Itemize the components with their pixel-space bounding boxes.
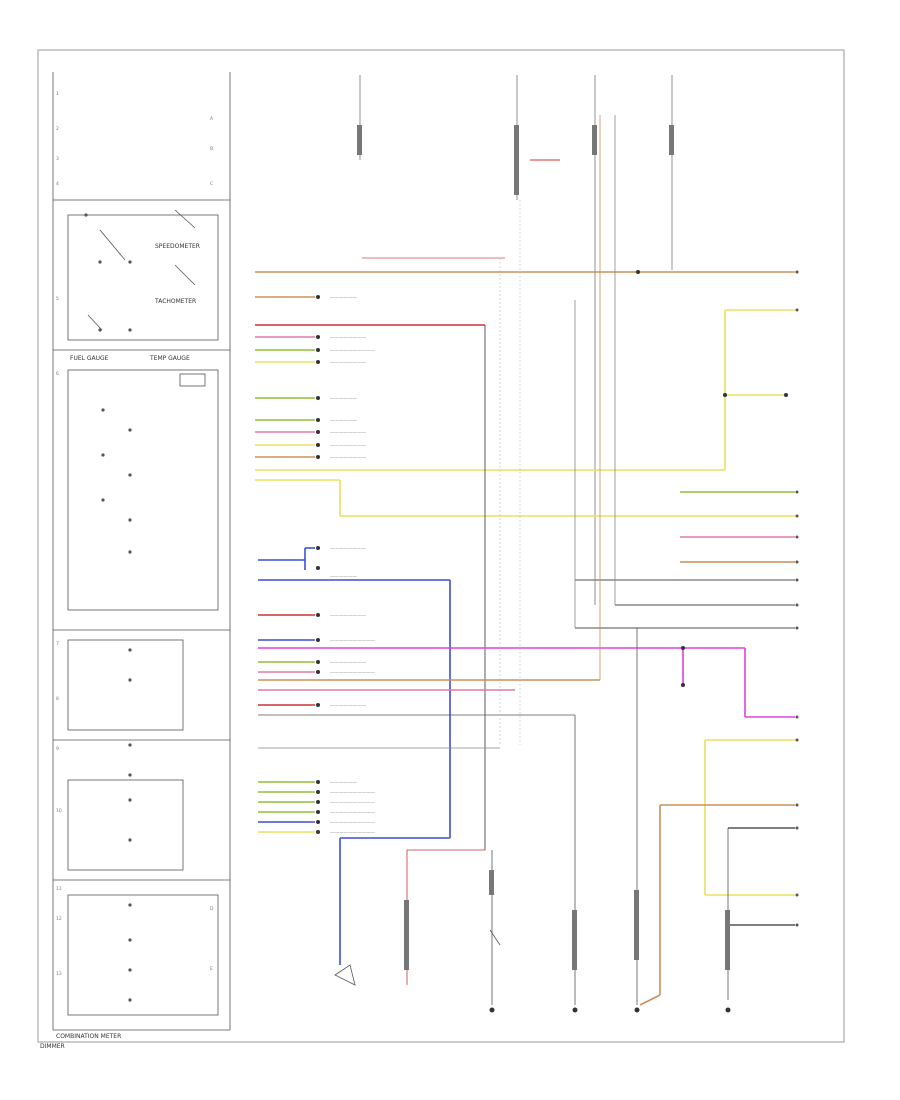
svg-text:——————: —————— [330, 781, 358, 786]
svg-text:8: 8 [56, 696, 59, 702]
tachometer-label: TACHOMETER [154, 298, 196, 305]
svg-text:5: 5 [56, 296, 59, 302]
lower-harness-dots [316, 546, 685, 834]
fuel-gauge-label: FUEL GAUGE [70, 355, 109, 362]
meter-dots [84, 213, 132, 1002]
svg-text:————————: ———————— [330, 547, 367, 552]
svg-text:————————: ———————— [330, 661, 367, 666]
temp-gauge-label: TEMP GAUGE [149, 355, 190, 362]
svg-text:C: C [210, 181, 213, 187]
svg-text:11: 11 [56, 886, 62, 892]
svg-text:——————————: —————————— [330, 639, 376, 644]
dimmer-label: DIMMER [40, 1043, 65, 1050]
right-connectors [575, 491, 795, 629]
svg-text:1: 1 [56, 91, 59, 97]
svg-text:10: 10 [56, 808, 62, 814]
svg-text:——————: —————— [330, 296, 358, 301]
svg-text:2: 2 [56, 126, 59, 132]
lower-harness [258, 115, 795, 1000]
bottom-connector-blocks [404, 870, 730, 970]
svg-text:——————: —————— [330, 575, 358, 580]
dashed-lines [499, 200, 521, 745]
speedometer-label: SPEEDOMETER [155, 243, 200, 250]
svg-text:——————————: —————————— [330, 801, 376, 806]
upper-harness-dots [316, 270, 788, 459]
svg-text:12: 12 [56, 916, 62, 922]
svg-text:————————: ———————— [330, 444, 367, 449]
svg-text:A: A [210, 116, 214, 122]
svg-text:——————————: —————————— [330, 671, 376, 676]
right-vertical-wires [574, 115, 616, 628]
svg-text:7: 7 [56, 641, 59, 647]
svg-text:B: B [210, 146, 213, 152]
svg-text:3: 3 [56, 156, 59, 162]
svg-text:——————————: —————————— [330, 811, 376, 816]
svg-text:——————————: —————————— [330, 831, 376, 836]
svg-text:——————: —————— [330, 397, 358, 402]
bottom-ground-symbols [489, 1007, 731, 1013]
diagram-frame [37, 49, 845, 1043]
svg-text:————————: ———————— [330, 614, 367, 619]
svg-text:9: 9 [56, 746, 59, 752]
combination-meter-title: COMBINATION METER [56, 1033, 121, 1040]
combination-meter-panel [52, 72, 231, 1031]
upper-harness-text: —————————————— —————————————————— ——————… [330, 296, 376, 461]
svg-text:——————: —————— [330, 419, 358, 424]
svg-text:————————: ———————— [330, 456, 367, 461]
top-connectors [357, 125, 674, 195]
svg-text:E: E [210, 966, 213, 972]
svg-text:D: D [210, 906, 214, 912]
svg-text:——————————: —————————— [330, 791, 376, 796]
svg-text:————————: ———————— [330, 431, 367, 436]
lower-harness-text: —————————————— —————————————————— ——————… [330, 547, 376, 836]
svg-text:6: 6 [56, 371, 59, 377]
bottom-grounds [406, 628, 638, 1005]
svg-text:——————————: —————————— [330, 821, 376, 826]
svg-text:————————: ———————— [330, 336, 367, 341]
bottom-right-wires [639, 739, 795, 1006]
bottom-switch [334, 929, 501, 986]
svg-text:4: 4 [56, 181, 59, 187]
svg-text:13: 13 [56, 971, 62, 977]
upper-harness [255, 271, 795, 850]
right-terminal-marks [795, 270, 799, 927]
svg-text:————————: ———————— [330, 704, 367, 709]
svg-text:——————————: —————————— [330, 349, 376, 354]
svg-text:————————: ———————— [330, 361, 367, 366]
